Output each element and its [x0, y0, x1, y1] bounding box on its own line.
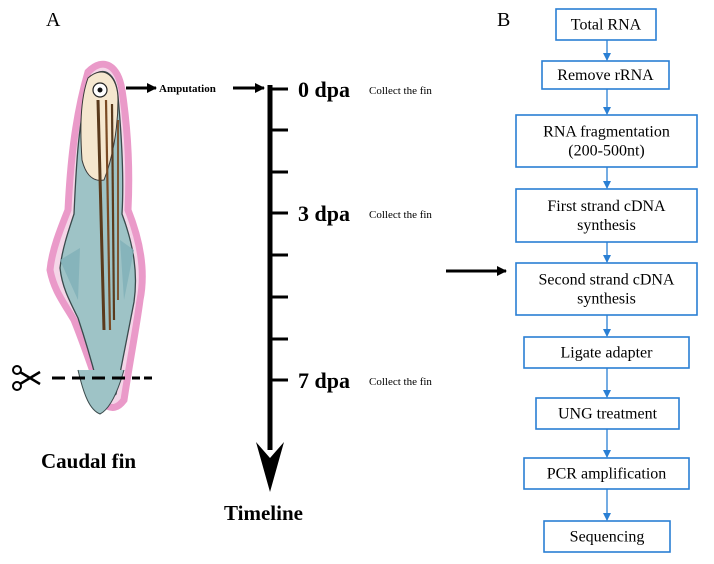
timepoint-2-label: 7 dpa [298, 368, 350, 393]
timeline-caption: Timeline [224, 501, 303, 525]
flow-step-7: UNG treatment [535, 397, 680, 430]
flow-step-box [515, 262, 698, 316]
flow-step-6: Ligate adapter [523, 336, 690, 369]
timepoint-0-note: Collect the fin [369, 85, 432, 97]
timepoint-1-label: 3 dpa [298, 201, 350, 226]
flow-step-1: Total RNA [555, 8, 657, 41]
flow-step-text: synthesis [577, 291, 636, 308]
panel-a-label: A [46, 9, 61, 31]
flow-step-2: Remove rRNA [541, 60, 670, 90]
flow-step-text: Sequencing [570, 529, 645, 546]
scissors-icon [12, 365, 41, 391]
timepoint-0-label: 0 dpa [298, 77, 350, 102]
flow-step-box [541, 60, 670, 90]
zebrafish-illustration [46, 60, 146, 415]
flow-step-8: PCR amplification [523, 457, 690, 490]
flow-step-text: Remove rRNA [557, 67, 654, 84]
flow-step-text: Second strand cDNA [539, 272, 675, 289]
timeline-ticks [270, 87, 288, 382]
flow-step-text: Total RNA [571, 17, 642, 34]
flow-step-box [515, 114, 698, 168]
flow-step-text: PCR amplification [547, 466, 667, 483]
amputation-label: Amputation [159, 83, 216, 95]
flow-step-box [543, 520, 671, 553]
panel-b-label: B [497, 9, 510, 31]
flow-step-box [523, 457, 690, 490]
flow-step-4: First strand cDNA synthesis [515, 188, 698, 243]
workflow-flowchart: Total RNA Remove rRNA RNA fragmentation (20… [515, 8, 698, 553]
flow-step-text: synthesis [577, 217, 636, 234]
flow-step-9: Sequencing [543, 520, 671, 553]
timepoint-1-note: Collect the fin [369, 209, 432, 221]
flow-step-box [523, 336, 690, 369]
flow-step-box [555, 8, 657, 41]
flow-step-box [535, 397, 680, 430]
flow-step-box [515, 188, 698, 243]
flow-step-3: RNA fragmentation (200-500nt) [515, 114, 698, 168]
flow-step-text: Ligate adapter [561, 345, 654, 362]
timeline-arrowhead [256, 442, 284, 492]
flow-step-text: RNA fragmentation [543, 124, 670, 141]
flow-step-text: (200-500nt) [568, 143, 644, 160]
flow-step-text: First strand cDNA [547, 198, 666, 215]
flow-step-text: UNG treatment [558, 406, 658, 423]
flow-step-5: Second strand cDNA synthesis [515, 262, 698, 316]
timepoint-2-note: Collect the fin [369, 376, 432, 388]
fish-caption: Caudal fin [41, 449, 136, 473]
